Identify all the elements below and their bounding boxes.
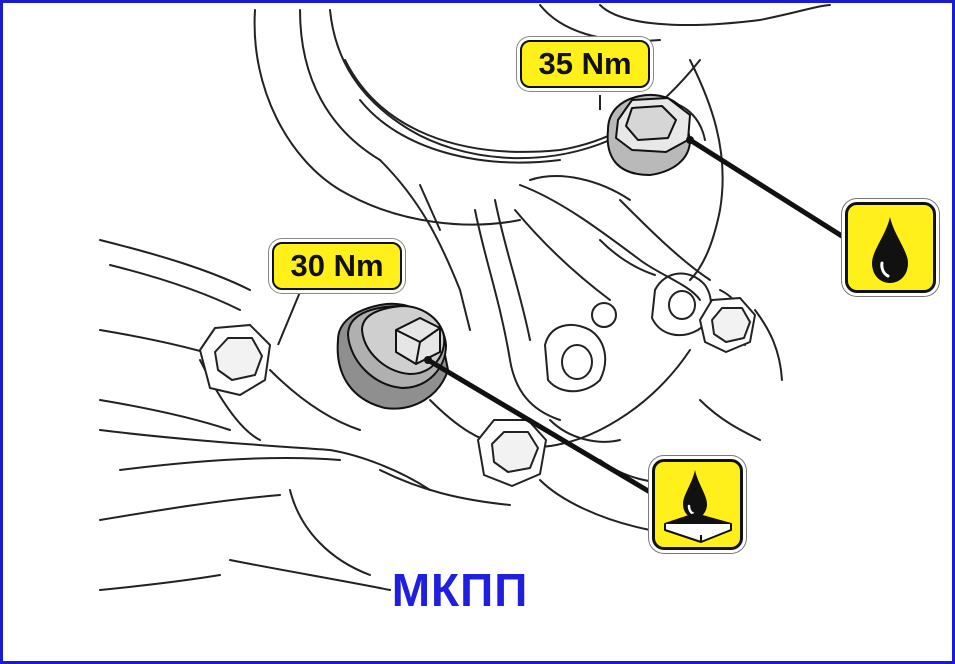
oil-drain-pan-icon	[664, 470, 732, 543]
drain-plug-badge	[652, 459, 743, 550]
transmission-caption: МКПП	[391, 564, 529, 616]
torque-value-35: 35 Nm	[538, 46, 632, 81]
torque-label-drain-plug: 30 Nm	[272, 242, 402, 290]
oil-drop-icon	[872, 217, 908, 283]
fill-plug-badge	[845, 202, 936, 293]
torque-label-fill-plug: 35 Nm	[520, 40, 650, 88]
torque-value-30: 30 Nm	[290, 248, 384, 283]
